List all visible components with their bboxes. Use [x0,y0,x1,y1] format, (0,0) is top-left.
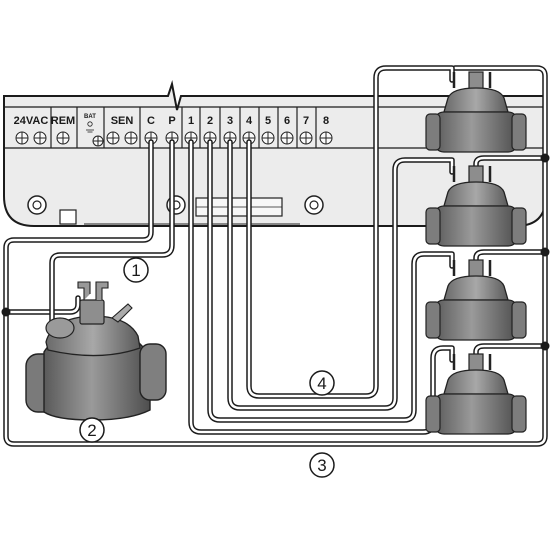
terminal-label-1: 1 [188,115,194,127]
terminal-label-7: 7 [303,115,309,127]
callout-3-label: 3 [317,456,326,475]
terminal-label-6: 6 [284,115,290,127]
terminal-label-3: 3 [227,115,233,127]
master-valve-icon [25,281,167,421]
callout-3: 3 [309,452,335,478]
battery-icon [86,121,94,133]
terminal-label-8: 8 [323,115,329,127]
terminal-label-2: 2 [207,115,213,127]
callout-1: 1 [123,257,149,283]
junction-dot-icon [1,307,11,317]
junction-dot-icon [540,341,550,351]
terminal-label-bat: BAT [84,114,96,120]
screw-terminals [15,131,333,147]
callout-4-label: 4 [317,374,326,393]
terminal-label-p: P [168,115,175,127]
terminal-label-24vac: 24VAC [14,115,49,127]
callout-2: 2 [79,417,105,443]
callout-4: 4 [309,370,335,396]
zone-valve-icon [424,352,528,436]
terminal-label-c: C [147,115,155,127]
terminal-label-rem: REM [51,115,75,127]
junction-dot-icon [540,153,550,163]
zone-valve-icon [424,70,528,154]
terminal-label-4: 4 [246,115,253,127]
zone-valve-icon [424,258,528,342]
callout-2-label: 2 [87,421,96,440]
terminal-label-sen: SEN [111,115,134,127]
junction-dot-icon [540,247,550,257]
terminal-label-5: 5 [265,115,271,127]
callout-1-label: 1 [131,261,140,280]
